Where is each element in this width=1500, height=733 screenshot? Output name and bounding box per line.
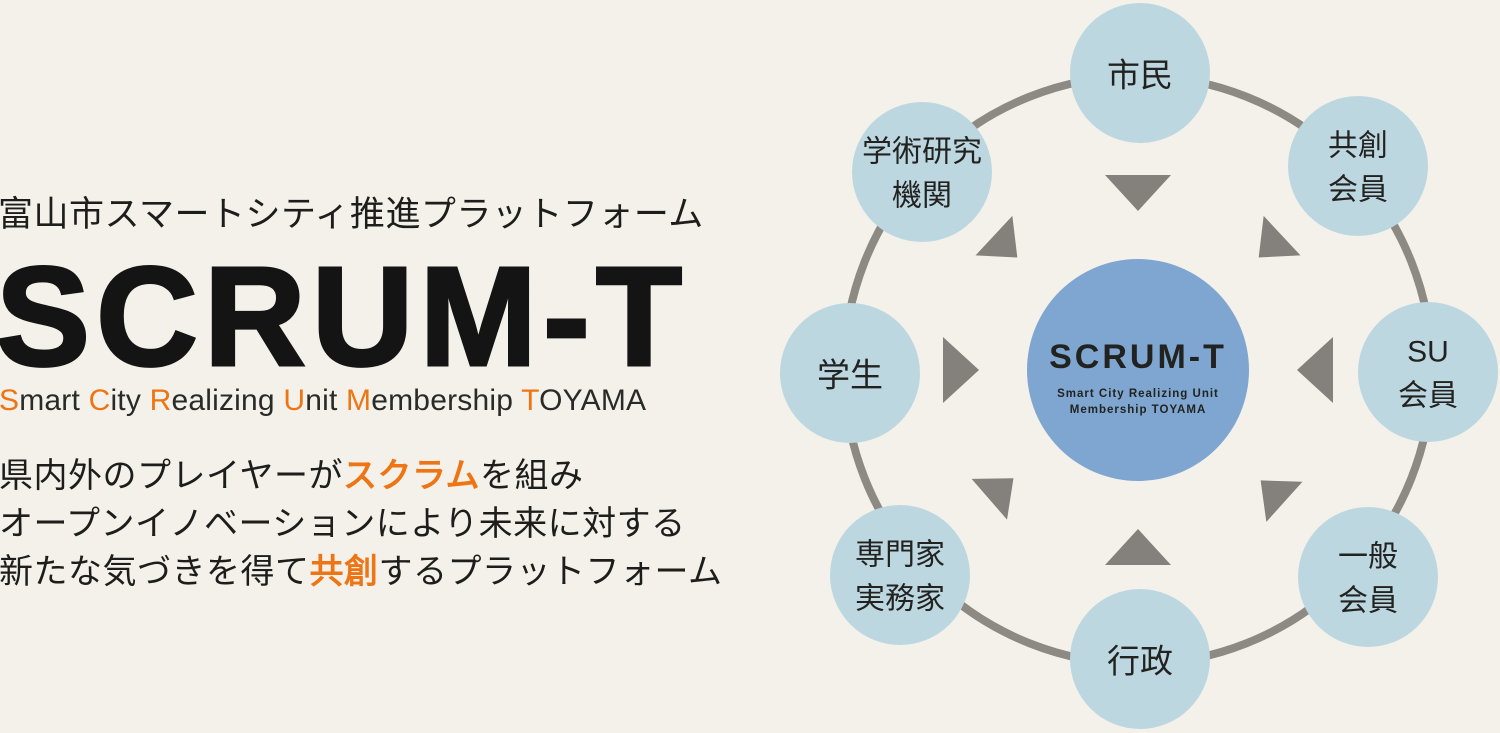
inward-arrow-west — [943, 337, 979, 403]
node-label: 会員 — [1398, 380, 1458, 413]
acronym-line: Smart City Realizing Unit Membership TOY… — [0, 384, 647, 417]
node-circle — [852, 102, 992, 242]
node-label: 学術研究 — [862, 136, 982, 169]
inward-arrow-southwest — [971, 478, 1014, 520]
node-label: 市民 — [1107, 57, 1173, 94]
node-label: 一般 — [1338, 541, 1398, 574]
node-circle — [1358, 302, 1498, 442]
node-circle — [780, 303, 920, 443]
node-label: 機関 — [892, 180, 952, 213]
intro-panel: 富山市スマートシティ推進プラットフォーム SCRUM-T Smart City … — [0, 195, 722, 596]
description-line: 県内外のプレイヤーがスクラムを組み — [0, 457, 584, 495]
node-su-members: SU 会員 — [1358, 302, 1498, 442]
inward-arrow-north — [1105, 175, 1171, 211]
description-line: オープンイノベーションにより未来に対する — [0, 505, 686, 543]
node-general-members: 一般 会員 — [1298, 507, 1438, 647]
node-circle — [1288, 96, 1428, 236]
node-academic-research-institutions: 学術研究 機関 — [852, 102, 992, 242]
node-circle — [1070, 589, 1210, 729]
center-subtitle-line: Smart City Realizing Unit — [1057, 388, 1219, 400]
inward-arrow-south — [1105, 529, 1171, 565]
platform-title: 富山市スマートシティ推進プラットフォーム — [0, 195, 704, 234]
center-node: SCRUM-T Smart City Realizing Unit Member… — [1027, 259, 1249, 481]
inward-arrow-northeast — [1258, 215, 1301, 258]
node-label: SU — [1407, 336, 1449, 369]
node-circle — [830, 505, 970, 645]
node-experts-practitioners: 専門家 実務家 — [830, 505, 970, 645]
center-subtitle-line: Membership TOYAMA — [1070, 404, 1207, 416]
center-logo-text: SCRUM-T — [1049, 338, 1227, 376]
logo-wordmark: SCRUM-T — [0, 237, 689, 395]
node-label: 会員 — [1338, 585, 1398, 618]
node-government: 行政 — [1070, 589, 1210, 729]
node-students: 学生 — [780, 303, 920, 443]
node-label: 専門家 — [855, 539, 945, 572]
inward-arrow-east — [1297, 337, 1333, 403]
inward-arrow-northwest — [975, 215, 1018, 258]
node-co-creation-members: 共創 会員 — [1288, 96, 1428, 236]
node-label: 共創 — [1328, 130, 1388, 163]
node-citizens: 市民 — [1070, 3, 1210, 143]
inward-arrow-southeast — [1260, 480, 1303, 522]
node-label: 実務家 — [855, 583, 945, 616]
node-label: 会員 — [1328, 174, 1388, 207]
node-label: 学生 — [817, 357, 883, 394]
center-circle — [1027, 259, 1249, 481]
node-circle — [1070, 3, 1210, 143]
node-label: 行政 — [1107, 643, 1173, 680]
description-line: 新たな気づきを得て共創するプラットフォーム — [0, 553, 723, 591]
description-block: 県内外のプレイヤーがスクラムを組み オープンイノベーションにより未来に対する 新… — [0, 452, 722, 596]
node-circle — [1298, 507, 1438, 647]
